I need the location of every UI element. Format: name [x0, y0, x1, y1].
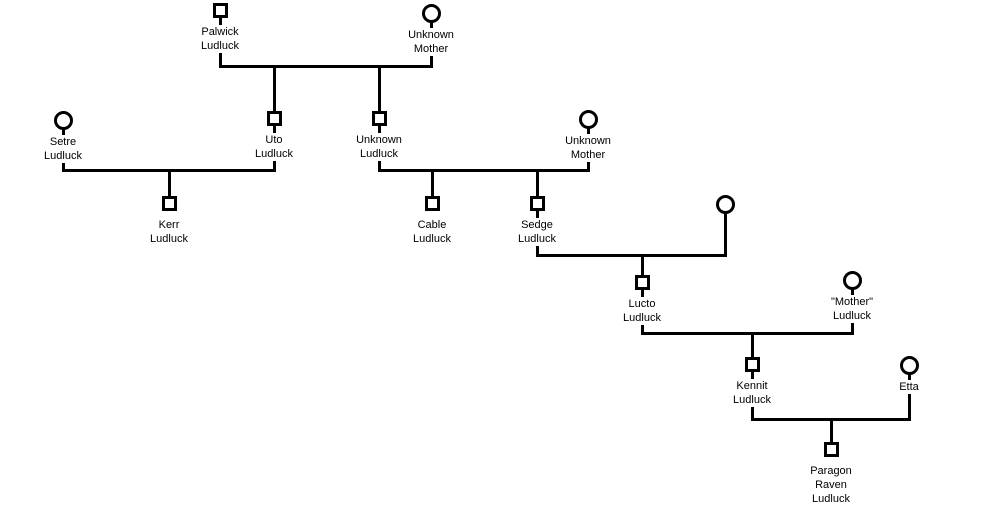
person-label-line: Ludluck: [354, 147, 404, 161]
person-label-line: Unknown: [563, 134, 613, 148]
person-label-line: Paragon: [808, 464, 854, 478]
spouse-line: [907, 372, 911, 421]
person-label-line: Ludluck: [148, 232, 190, 246]
person-label-line: Kennit: [731, 379, 773, 393]
person-label-line: Sedge: [516, 218, 558, 232]
person-label-line: Lucto: [621, 297, 663, 311]
person-label-line: Ludluck: [42, 149, 84, 163]
person-node-unnamed_wife[interactable]: [715, 194, 735, 214]
descent-line: [750, 332, 754, 359]
person-node-paragon[interactable]: [823, 441, 839, 457]
person-node-sedge[interactable]: [529, 195, 545, 211]
descent-line: [535, 169, 539, 198]
person-node-unknown_mother_2[interactable]: [578, 109, 598, 129]
person-node-unknown_ludluck[interactable]: [371, 110, 387, 126]
person-node-etta[interactable]: [899, 355, 919, 375]
person-label-line: Ludluck: [516, 232, 558, 246]
descent-line: [377, 65, 381, 113]
descent-line: [829, 418, 833, 444]
person-node-uto[interactable]: [266, 110, 282, 126]
person-label-line: Ludluck: [828, 309, 876, 323]
union-bar: [377, 169, 590, 172]
person-label-line: "Mother": [828, 295, 876, 309]
person-label-line: Ludluck: [731, 393, 773, 407]
person-label-line: Ludluck: [199, 39, 241, 53]
union-bar: [535, 254, 727, 257]
person-label-line: Palwick: [199, 25, 241, 39]
descent-line: [640, 254, 644, 277]
person-label-line: Ludluck: [411, 232, 453, 246]
descent-line: [167, 169, 171, 198]
descent-line: [430, 169, 434, 198]
person-node-kennit[interactable]: [744, 356, 760, 372]
person-node-palwick[interactable]: [212, 2, 228, 18]
person-label-line: Raven: [808, 478, 854, 492]
person-label-line: Etta: [897, 380, 921, 394]
person-node-kerr[interactable]: [161, 195, 177, 211]
person-label-line: Setre: [42, 135, 84, 149]
person-label-mother_ludluck: "Mother"Ludluck: [828, 295, 876, 323]
union-bar: [218, 65, 433, 68]
person-label-line: Unknown: [354, 133, 404, 147]
person-label-line: Uto: [253, 133, 295, 147]
person-node-unknown_mother_1[interactable]: [421, 3, 441, 23]
person-label-line: Mother: [406, 42, 456, 56]
person-label-etta: Etta: [897, 380, 921, 394]
person-node-mother_ludluck[interactable]: [842, 270, 862, 290]
person-label-line: Ludluck: [621, 311, 663, 325]
person-node-setre[interactable]: [53, 110, 73, 130]
person-label-line: Kerr: [148, 218, 190, 232]
spouse-line: [723, 211, 727, 257]
person-label-line: Ludluck: [253, 147, 295, 161]
person-label-line: Cable: [411, 218, 453, 232]
union-bar: [640, 332, 854, 335]
person-label-line: Unknown: [406, 28, 456, 42]
person-label-line: Ludluck: [808, 492, 854, 506]
descent-line: [272, 65, 276, 113]
person-node-cable[interactable]: [424, 195, 440, 211]
person-label-line: Mother: [563, 148, 613, 162]
person-node-lucto[interactable]: [634, 274, 650, 290]
